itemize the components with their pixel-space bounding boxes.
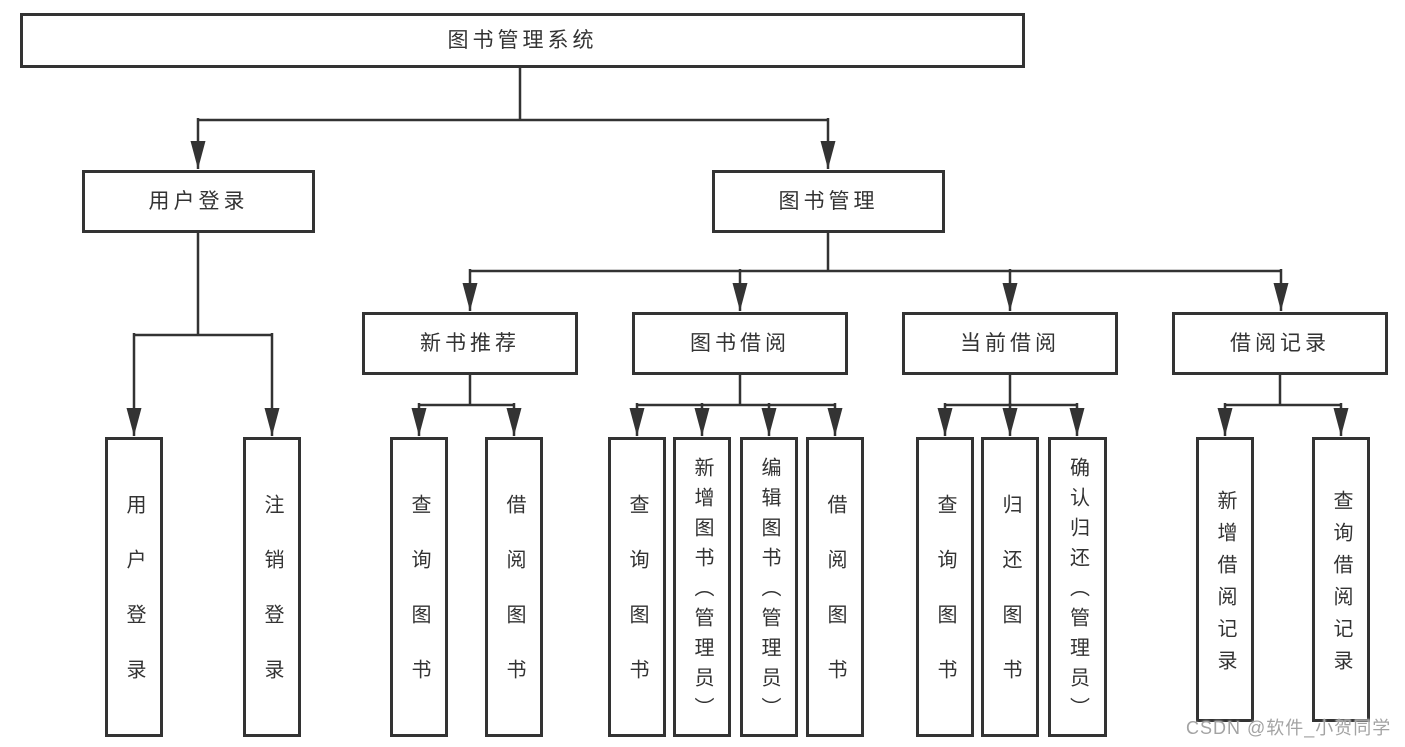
leaf-label: 查询图书: [934, 494, 956, 714]
leaf-query-borrow-record: 查询借阅记录: [1312, 437, 1370, 722]
node-new-book-recommend: 新书推荐: [362, 312, 578, 375]
node-borrow-records: 借阅记录: [1172, 312, 1388, 375]
node-label: 图书借阅: [690, 332, 790, 355]
leaf-label: 新增借阅记录: [1214, 489, 1236, 682]
node-label: 当前借阅: [960, 332, 1060, 355]
leaf-query-books: 查询图书: [390, 437, 448, 737]
leaf-label: 编辑图书（管理员）: [758, 457, 780, 727]
leaf-label: 用户登录: [123, 494, 145, 714]
leaf-label: 查询借阅记录: [1330, 489, 1352, 682]
leaf-query-books-3: 查询图书: [916, 437, 974, 737]
node-label: 图书管理: [778, 190, 879, 213]
leaf-label: 借阅图书: [503, 494, 525, 714]
leaf-edit-books-admin: 编辑图书（管理员）: [740, 437, 798, 737]
leaf-return-books: 归还图书: [981, 437, 1039, 737]
leaf-label: 确认归还（管理员）: [1066, 457, 1089, 727]
leaf-add-books-admin: 新增图书（管理员）: [673, 437, 731, 737]
leaf-user-login: 用户登录: [105, 437, 163, 737]
leaf-label: 归还图书: [999, 494, 1021, 714]
node-book-borrow: 图书借阅: [632, 312, 848, 375]
leaf-label: 新增图书（管理员）: [691, 457, 713, 727]
node-root-label: 图书管理系统: [447, 29, 598, 52]
leaf-label: 查询图书: [626, 494, 648, 714]
node-root: 图书管理系统: [20, 13, 1025, 68]
leaf-add-borrow-record: 新增借阅记录: [1196, 437, 1254, 722]
leaf-query-books-2: 查询图书: [608, 437, 666, 737]
node-label: 借阅记录: [1230, 332, 1330, 355]
node-user-login: 用户登录: [82, 170, 315, 233]
leaf-label: 借阅图书: [824, 494, 846, 714]
csdn-watermark: CSDN @软件_小贺同学: [1186, 718, 1392, 738]
node-book-management: 图书管理: [712, 170, 945, 233]
node-label: 用户登录: [148, 190, 249, 213]
leaf-borrow-books: 借阅图书: [485, 437, 543, 737]
leaf-label: 查询图书: [408, 494, 430, 714]
leaf-label: 注销登录: [261, 494, 283, 714]
leaf-borrow-books-2: 借阅图书: [806, 437, 864, 737]
node-label: 新书推荐: [420, 332, 520, 355]
leaf-logout: 注销登录: [243, 437, 301, 737]
node-current-borrow: 当前借阅: [902, 312, 1118, 375]
leaf-confirm-return-admin: 确认归还（管理员）: [1048, 437, 1107, 737]
